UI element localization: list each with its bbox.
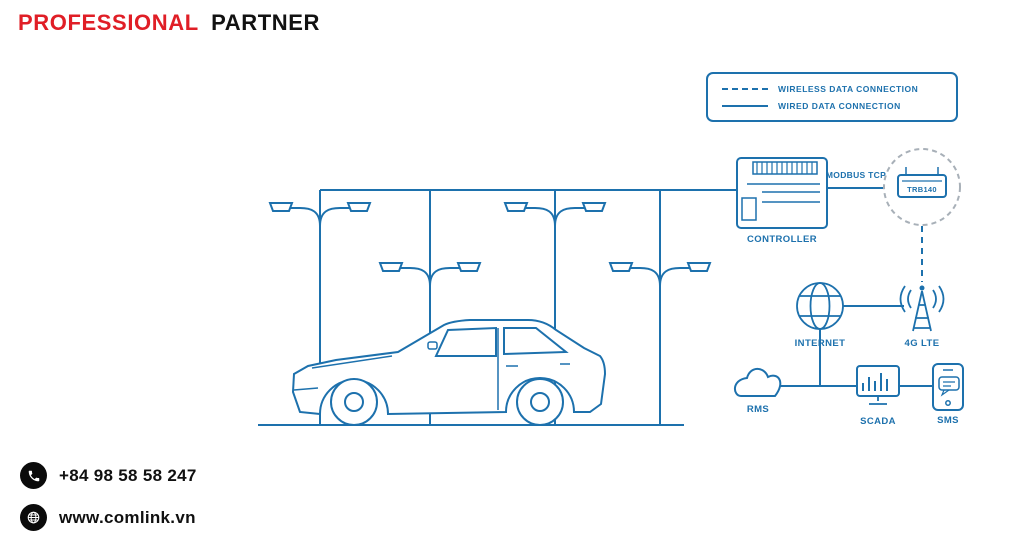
scada-label: SCADA xyxy=(860,416,896,427)
wireless-zone-dashed-circle xyxy=(883,148,961,226)
connection-legend: WIRELESS DATA CONNECTION WIRED DATA CONN… xyxy=(706,72,958,122)
modbus-label: MODBUS TCP xyxy=(826,170,886,180)
wireless-legend-label: WIRELESS DATA CONNECTION xyxy=(778,83,919,94)
sms-phone-icon xyxy=(932,363,964,411)
legend-row-wireless: WIRELESS DATA CONNECTION xyxy=(708,84,956,94)
website-contact: www.comlink.vn xyxy=(20,504,196,531)
router-label: TRB140 xyxy=(907,185,937,194)
controller-label: CONTROLLER xyxy=(747,234,817,245)
dashed-line-sample xyxy=(722,87,768,90)
solid-line-sample xyxy=(722,104,768,107)
phone-icon xyxy=(20,462,47,489)
legend-row-wired: WIRED DATA CONNECTION xyxy=(708,101,956,111)
wired-legend-label: WIRED DATA CONNECTION xyxy=(778,100,901,111)
car-illustration xyxy=(291,319,607,426)
lte-label: 4G LTE xyxy=(905,338,940,349)
internet-globe-icon xyxy=(796,282,844,330)
brand-header: PROFESSIONAL PARTNER xyxy=(18,10,320,36)
sms-label: SMS xyxy=(937,415,959,426)
router-icon xyxy=(897,167,947,198)
phone-number: +84 98 58 58 247 xyxy=(59,465,197,485)
scada-monitor-icon xyxy=(856,365,900,405)
rms-label: RMS xyxy=(747,404,769,415)
globe-icon xyxy=(20,504,47,531)
phone-contact: +84 98 58 58 247 xyxy=(20,462,197,489)
brand-professional: PROFESSIONAL xyxy=(18,10,199,35)
rms-cloud-icon xyxy=(734,367,782,397)
controller-icon xyxy=(736,157,828,229)
4g-lte-antenna-icon xyxy=(899,285,945,332)
internet-label: INTERNET xyxy=(795,338,846,349)
brand-partner: PARTNER xyxy=(211,10,320,35)
website-url: www.comlink.vn xyxy=(59,507,196,527)
